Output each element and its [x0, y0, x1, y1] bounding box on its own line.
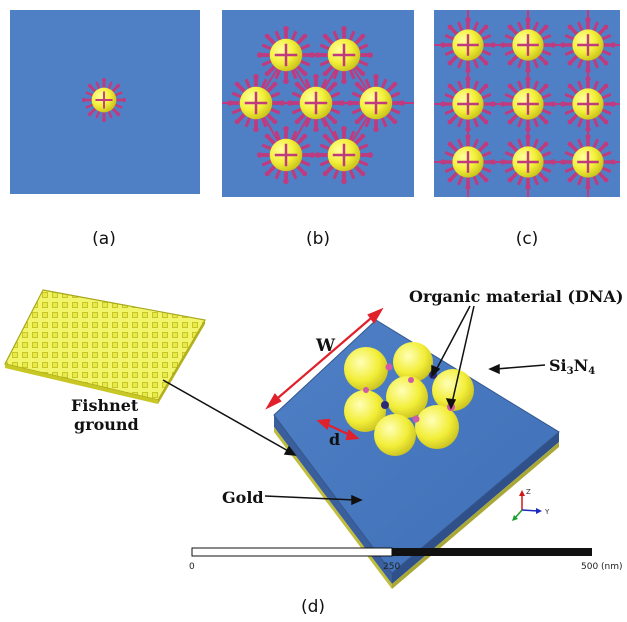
w-label: W [315, 336, 336, 356]
dna-dot [381, 401, 389, 409]
panel-a: (a) [10, 10, 200, 249]
scale-bar: 0 250 500 (nm) [189, 547, 623, 572]
dna-dot [412, 415, 420, 423]
panel-c-urchin [498, 132, 558, 192]
sphere [374, 414, 416, 456]
fishnet-label-line2: ground [74, 415, 139, 434]
panel-b-urchin [313, 24, 375, 86]
panel-c-urchin [558, 132, 618, 192]
panel-d: Organic material (DNA) W Si3N4 Fishnet g… [4, 287, 623, 617]
panel-b-urchin [313, 124, 375, 186]
panel-b-caption: (b) [306, 229, 330, 249]
panel-b-urchin [225, 72, 287, 134]
scale-tick-end: 500 (nm) [581, 562, 623, 572]
si3n4-label: Si3N4 [549, 356, 595, 377]
axis-triad: Z Y [512, 488, 550, 521]
panel-c-urchin [558, 15, 618, 75]
spheres [344, 342, 474, 456]
panel-b-urchin [255, 24, 317, 86]
panel-a-caption: (a) [92, 229, 116, 249]
sphere [432, 369, 474, 411]
panel-a-urchin [80, 76, 128, 124]
panel-c-urchin [498, 74, 558, 134]
sphere [415, 405, 459, 449]
organic-label: Organic material (DNA) [409, 287, 623, 306]
panel-d-caption: (d) [301, 597, 325, 617]
dna-dot [363, 387, 369, 393]
dna-dot [408, 377, 414, 383]
dna-dot [385, 363, 393, 371]
panel-c-urchin [438, 74, 498, 134]
sphere [393, 342, 433, 382]
scale-bar-white [191, 547, 393, 557]
panel-c-urchin [438, 132, 498, 192]
d-label: d [329, 430, 340, 449]
panel-c: (c) [434, 10, 620, 249]
panel-c-caption: (c) [516, 229, 539, 249]
sphere [386, 376, 428, 418]
axis-y-label: Y [544, 508, 550, 516]
axis-z-label: Z [526, 488, 531, 496]
panel-b: (b) [222, 10, 414, 249]
scale-tick-0: 0 [189, 562, 195, 572]
gold-label: Gold [222, 488, 264, 507]
fishnet-label-line1: Fishnet [71, 396, 139, 415]
sphere [344, 347, 388, 391]
panel-b-urchin [285, 72, 347, 134]
dimension-arrows [265, 307, 384, 441]
scale-bar-black [392, 548, 592, 556]
panel-c-urchin [438, 15, 498, 75]
scale-tick-mid: 250 [383, 562, 400, 572]
w-arrow [271, 312, 378, 404]
annotation-arrows [162, 305, 546, 506]
panel-c-urchin [498, 15, 558, 75]
sphere [344, 390, 386, 432]
panel-b-urchin [255, 124, 317, 186]
panel-c-urchin [558, 74, 618, 134]
panel-b-urchin [345, 72, 407, 134]
